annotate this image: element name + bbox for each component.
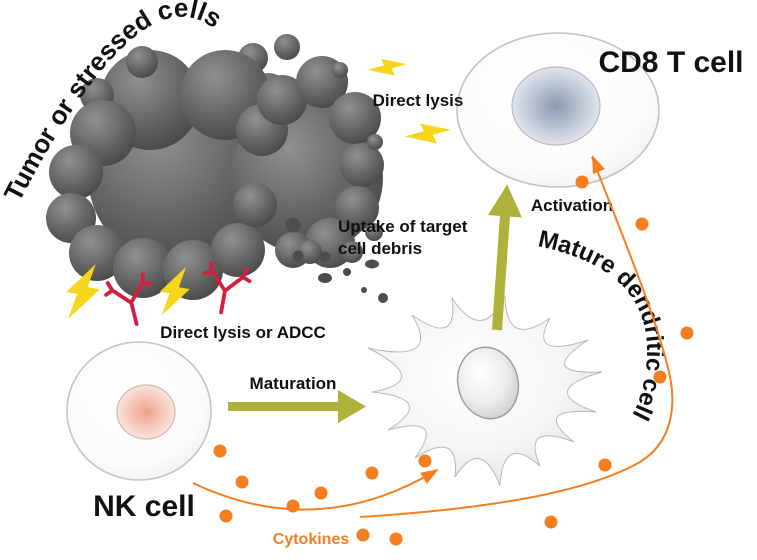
cytokine-dot	[219, 509, 233, 523]
uptake-label-line2: cell debris	[338, 239, 422, 258]
direct-lysis-label: Direct lysis	[373, 91, 464, 110]
cytokine-dot	[575, 175, 589, 189]
cytokine-dot	[235, 475, 249, 489]
debris-dots	[285, 217, 388, 303]
cytokine-dot	[213, 444, 227, 458]
cytokine-dot	[635, 217, 649, 231]
cytokine-arrow-to-cd8	[359, 156, 674, 518]
cytokines-label: Cytokines	[273, 531, 350, 548]
cytokine-dot	[356, 528, 370, 542]
debris-dot	[292, 250, 304, 262]
debris-dot	[343, 268, 351, 276]
cytokine-arrowhead-dendritic	[420, 469, 439, 484]
debris-dot	[365, 259, 379, 269]
lightning-icon	[402, 113, 454, 155]
cytokine-dot	[389, 532, 403, 546]
activation-arrow	[487, 184, 522, 331]
maturation-label: Maturation	[250, 374, 337, 393]
nk-cell-label: NK cell	[93, 490, 195, 523]
cytokine-paths	[192, 156, 674, 518]
direct-lysis-adcc-label: Direct lysis or ADCC	[160, 323, 326, 342]
lightning-icon	[365, 50, 409, 86]
cytokine-arrowhead-cd8	[592, 155, 605, 174]
debris-dot	[319, 251, 331, 263]
cytokine-dot	[286, 499, 300, 513]
cytokine-dot	[314, 486, 328, 500]
cytokine-dot	[598, 458, 612, 472]
activation-label: Activation	[531, 196, 613, 215]
cytokine-dot	[418, 454, 432, 468]
debris-dot	[361, 287, 367, 293]
cytokine-dot	[544, 515, 558, 529]
debris-dot	[285, 217, 301, 233]
cytokine-dot	[653, 370, 667, 384]
cytokine-dot	[365, 466, 379, 480]
cd8-t-cell-illustration	[456, 32, 660, 188]
maturation-arrow	[228, 390, 366, 423]
cytokine-dots	[213, 175, 694, 546]
cytokine-dot	[680, 326, 694, 340]
nk-cell-illustration	[66, 341, 212, 481]
cytokine-arrow-to-dendritic	[192, 469, 438, 511]
debris-dot	[378, 293, 388, 303]
uptake-label-line1: Uptake of target	[338, 217, 468, 236]
cd8-t-cell-label: CD8 T cell	[598, 46, 743, 79]
dendritic-cell-illustration	[367, 295, 603, 487]
debris-dot	[318, 273, 332, 283]
